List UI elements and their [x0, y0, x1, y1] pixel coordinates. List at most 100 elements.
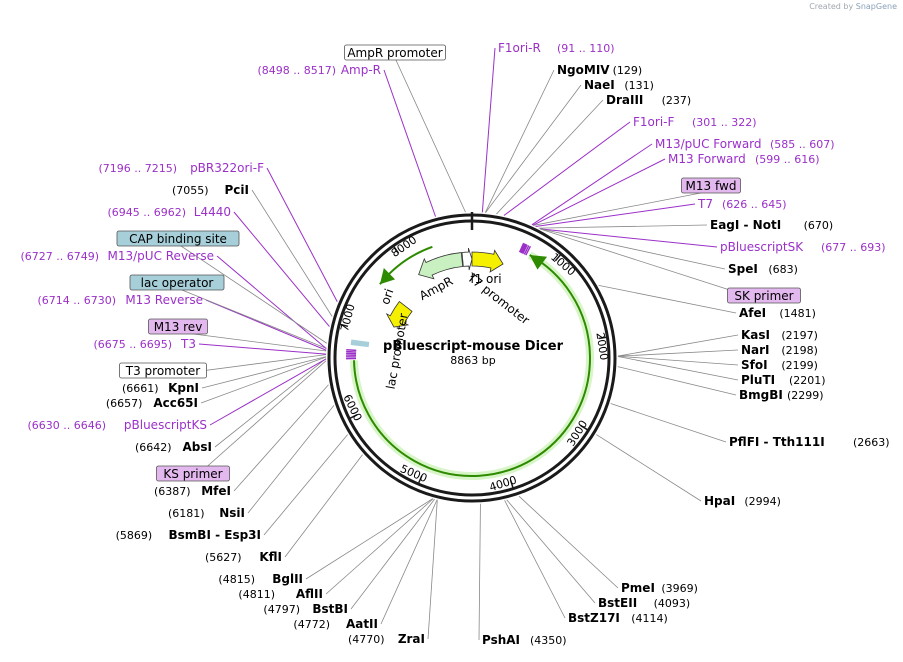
- label-bstz17i[interactable]: BstZ17I(4114): [568, 611, 668, 625]
- label-range: (2994): [744, 495, 781, 508]
- label-range: (6181): [168, 507, 205, 520]
- label-m13-rev[interactable]: M13 rev: [148, 318, 208, 335]
- label-range: (4797): [263, 603, 300, 616]
- label-range: (6727 .. 6749): [20, 250, 99, 263]
- label-name: pBluescriptSK: [720, 240, 804, 254]
- label-pbluescriptsk[interactable]: pBluescriptSK (677 .. 693): [720, 240, 886, 254]
- label-t3-promoter[interactable]: T3 promoter: [119, 362, 207, 379]
- label-pshai[interactable]: PshAI(4350): [482, 633, 567, 647]
- plasmid-name: pBluescript-mouse Dicer: [383, 339, 564, 354]
- ampr-arrowhead: [379, 267, 396, 285]
- label-range: (677 .. 693): [821, 241, 886, 254]
- label-aflii[interactable]: AflII (4811): [238, 587, 323, 601]
- leader-sk-primer: [540, 228, 765, 302]
- label-pcii[interactable]: PciI(7055): [172, 183, 249, 197]
- label-sfoi[interactable]: SfoI(2199): [741, 358, 818, 372]
- label-acc65i[interactable]: Acc65I(6657): [106, 396, 198, 410]
- label-range: (4811): [238, 588, 275, 601]
- label-t7[interactable]: T7(626 .. 645): [697, 197, 787, 211]
- label-range: (4114): [631, 612, 668, 625]
- label-bstbi[interactable]: BstBI(4797): [263, 602, 348, 616]
- label-f1ori-r[interactable]: F1ori-R(91 .. 110): [498, 41, 615, 55]
- label-m13-reverse[interactable]: M13 Reverse(6714 .. 6730): [37, 293, 203, 307]
- label-range: (6661): [122, 382, 159, 395]
- label-range: (585 .. 607): [770, 138, 835, 151]
- label-lac-operator[interactable]: lac operator: [129, 274, 225, 291]
- label-name: T3: [180, 337, 196, 351]
- leader-m13-fwd: [533, 190, 712, 226]
- label-pflfi-tth111i[interactable]: PflFI - Tth111I(2663): [729, 435, 890, 449]
- label-range: (2197): [781, 329, 818, 342]
- ampr-arrow: [418, 252, 464, 280]
- label-name: PciI: [225, 183, 250, 197]
- tick-label: 2000: [593, 332, 610, 362]
- label-ampr-promoter[interactable]: AmpR promoter: [344, 44, 446, 61]
- label-f1ori-f[interactable]: F1ori-F(301 .. 322): [633, 115, 757, 129]
- inner-label-f1-ori: f1 ori: [470, 272, 501, 286]
- label-bmgbi[interactable]: BmgBI(2299): [739, 388, 824, 402]
- label-amp-r[interactable]: Amp-R(8498 .. 8517): [257, 63, 381, 77]
- leader-f1ori-r: [481, 47, 496, 213]
- label-name: AflII: [296, 587, 323, 601]
- label-m13-forward[interactable]: M13 Forward(599 .. 616): [668, 152, 820, 166]
- label-ks-primer[interactable]: KS primer: [156, 465, 230, 482]
- label-cap-binding-site[interactable]: CAP binding site: [116, 230, 240, 247]
- label-l4440[interactable]: L4440(6945 .. 6962): [107, 205, 231, 219]
- label-text: M13 rev: [154, 320, 203, 334]
- label-m13-puc-reverse[interactable]: M13/pUC Reverse (6727 .. 6749): [20, 249, 214, 263]
- label-absi[interactable]: AbsI(6642): [135, 440, 212, 454]
- label-box: [156, 465, 230, 482]
- label-name: KflI: [259, 550, 282, 564]
- primer-mark: [522, 244, 528, 255]
- tick-mark: [348, 414, 358, 420]
- label-text: CAP binding site: [129, 232, 227, 246]
- label-pbluescriptks[interactable]: pBluescriptKS(6630 .. 6646): [27, 418, 207, 432]
- inner-label-ampr: AmpR: [417, 274, 455, 303]
- label-draiii[interactable]: DraIII(237): [606, 93, 691, 107]
- label-name: BsmBI - Esp3I: [169, 528, 261, 542]
- label-aatii[interactable]: AatII(4772): [293, 617, 378, 631]
- label-t3[interactable]: T3(6675 .. 6695): [93, 337, 196, 351]
- label-hpai[interactable]: HpaI(2994): [704, 494, 781, 508]
- label-kpni[interactable]: KpnI(6661): [122, 381, 199, 395]
- f1-ori-block: [461, 247, 473, 271]
- label-box: [681, 177, 741, 194]
- label-pbr322ori-f[interactable]: pBR322ori-F(7196 .. 7215): [98, 161, 264, 175]
- leader-draiii: [496, 99, 604, 215]
- label-name: AatII: [346, 617, 378, 631]
- label-nsii[interactable]: NsiI (6181): [168, 506, 245, 520]
- label-zrai[interactable]: ZraI(4770): [348, 632, 425, 646]
- label-sk-primer[interactable]: SK primer: [727, 287, 801, 304]
- leader-f1ori-f: [503, 121, 631, 216]
- label-m13-fwd[interactable]: M13 fwd: [681, 177, 741, 194]
- label-nari[interactable]: NarI(2198): [741, 343, 818, 357]
- leader-afei: [598, 284, 737, 314]
- label-name: NsiI: [219, 506, 245, 520]
- label-kasi[interactable]: KasI(2197): [741, 328, 818, 342]
- label-pmei[interactable]: PmeI(3969): [621, 581, 698, 595]
- label-range: (5627): [205, 551, 242, 564]
- label-m13-puc-forward[interactable]: M13/pUC Forward(585 .. 607): [655, 137, 835, 151]
- leader-kfli: [284, 454, 363, 558]
- label-bsmbi-esp3i[interactable]: BsmBI - Esp3I(5869): [116, 528, 261, 542]
- label-mfei[interactable]: MfeI(6387): [154, 484, 231, 498]
- label-name: M13/pUC Reverse: [108, 249, 215, 263]
- label-name: PshAI: [482, 633, 520, 647]
- primer-mark: [520, 243, 527, 254]
- label-bglii[interactable]: BglII(4815): [218, 572, 303, 586]
- label-kfli[interactable]: KflI (5627): [205, 550, 282, 564]
- label-afei[interactable]: AfeI(1481): [739, 306, 816, 320]
- label-text: lac operator: [141, 276, 214, 290]
- label-range: (1481): [779, 307, 816, 320]
- label-spei[interactable]: SpeI(683): [728, 262, 798, 276]
- primer-mark: [518, 242, 525, 253]
- label-naei[interactable]: NaeI(131): [584, 78, 654, 92]
- label-name: F1ori-F: [633, 115, 674, 129]
- label-eagi-noti[interactable]: EagI - NotI(670): [710, 218, 833, 232]
- label-pluti[interactable]: PluTI(2201): [741, 373, 826, 387]
- label-bsteii[interactable]: BstEII(4093): [598, 596, 690, 610]
- label-name: PluTI: [741, 373, 775, 387]
- label-ngomiv[interactable]: NgoMIV(129): [557, 63, 642, 77]
- label-range: (6387): [154, 485, 191, 498]
